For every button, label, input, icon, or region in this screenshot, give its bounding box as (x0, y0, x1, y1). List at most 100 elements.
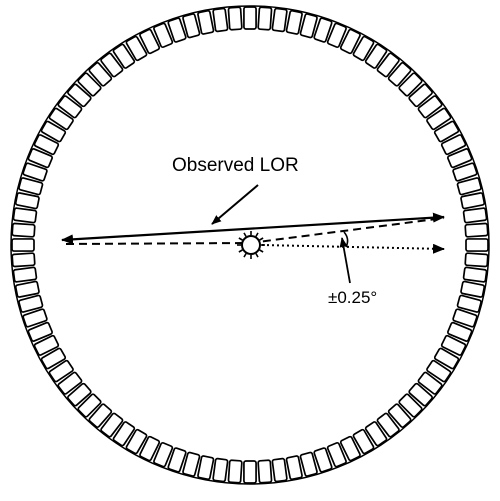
angle-label: ±0.25° (328, 288, 377, 307)
sun-ray (255, 253, 259, 258)
sun-ray (238, 237, 243, 241)
detector-crystal (12, 266, 38, 283)
detector-crystal (376, 52, 400, 78)
detector-crystal (387, 403, 412, 428)
detector-crystal (48, 107, 74, 131)
detector-crystal (257, 6, 273, 31)
detector-crystal (257, 459, 273, 484)
detector-crystal (460, 192, 486, 210)
detector-crystal (313, 447, 333, 473)
detector-crystal (212, 7, 229, 33)
detector-crystal (440, 334, 467, 356)
detector-crystal (464, 222, 489, 238)
detector-crystal (227, 6, 243, 31)
detector-crystal (14, 280, 40, 298)
detector-crystal (398, 72, 423, 97)
detector-crystal (446, 321, 473, 342)
detector-crystal (22, 308, 48, 328)
detector-crystal (364, 421, 388, 447)
detector-crystal (446, 148, 473, 169)
detector-crystal (426, 359, 452, 383)
detector-crystal (271, 457, 288, 483)
detector-crystal (417, 371, 443, 395)
detector-crystal (182, 451, 201, 477)
detector-crystal (57, 371, 83, 395)
detector-crystal (460, 280, 486, 298)
detector-crystal (339, 28, 361, 55)
detector-crystal (376, 412, 400, 438)
detector-crystal (326, 441, 347, 468)
detector-crystal (339, 435, 361, 462)
detector-crystal (112, 421, 136, 447)
observed-lor-pointer (211, 184, 259, 225)
detector-crystal (387, 62, 412, 87)
detector-crystal (227, 459, 243, 484)
detector-crystal (285, 455, 303, 481)
detector-ring (10, 5, 490, 485)
sun-ray (259, 237, 264, 241)
sun-ray (243, 253, 247, 258)
detector-crystal (352, 428, 375, 455)
sun-icon (237, 231, 265, 259)
detector-crystal (12, 207, 38, 224)
detector-crystal (326, 22, 347, 49)
detector-crystal (197, 455, 215, 481)
detector-crystal (18, 294, 44, 313)
detector-crystal (464, 252, 489, 268)
detector-crystal (452, 308, 478, 328)
detector-crystal (212, 457, 229, 483)
ring-outer-edge (10, 5, 490, 485)
detector-crystal (139, 435, 161, 462)
detector-crystal (67, 83, 92, 108)
detector-crystal (27, 321, 54, 342)
detector-crystal (48, 359, 74, 383)
detector-crystal (313, 17, 333, 43)
detector-crystal (167, 447, 187, 473)
angle-pointer (339, 237, 351, 284)
detector-crystal (125, 35, 148, 62)
detector-crystal (77, 393, 102, 418)
detector-crystal (462, 207, 488, 224)
detector-crystal (77, 72, 102, 97)
detector-crystal (88, 62, 113, 87)
detector-crystal (271, 7, 288, 33)
detector-crystal (433, 347, 460, 370)
detector-crystal (417, 95, 443, 119)
observed-lor-line (61, 212, 445, 245)
detector-crystal (112, 43, 136, 69)
detector-crystal (33, 134, 60, 156)
detector-crystal (456, 294, 482, 313)
detector-crystal (67, 382, 92, 407)
detector-crystal (462, 266, 488, 283)
sun-ray (259, 249, 264, 253)
dashed-true-path-left (65, 242, 251, 245)
detector-crystal (197, 9, 215, 35)
detector-crystal (125, 428, 148, 455)
angle-arc (343, 231, 349, 248)
detector-crystal (11, 222, 36, 238)
detector-crystal (433, 120, 460, 143)
detector-crystal (167, 17, 187, 43)
detector-crystal (426, 107, 452, 131)
detector-crystal (18, 177, 44, 196)
detector-crystal (243, 460, 257, 484)
detector-crystal (88, 403, 113, 428)
detector-crystal (440, 134, 467, 156)
detector-crystal (11, 252, 36, 268)
detector-crystal (100, 412, 124, 438)
detector-crystal (352, 35, 375, 62)
detector-crystal (57, 95, 83, 119)
detector-crystal (11, 238, 35, 252)
sun-ray (238, 249, 243, 253)
detector-crystal (27, 148, 54, 169)
detector-crystal (22, 162, 48, 182)
detector-crystal (182, 13, 201, 39)
detector-crystal (243, 6, 257, 30)
detector-crystal (452, 162, 478, 182)
detector-crystal (299, 13, 318, 39)
detector-crystal (364, 43, 388, 69)
detector-crystal (285, 9, 303, 35)
detector-crystal (465, 238, 489, 252)
sun-ray (255, 232, 259, 237)
